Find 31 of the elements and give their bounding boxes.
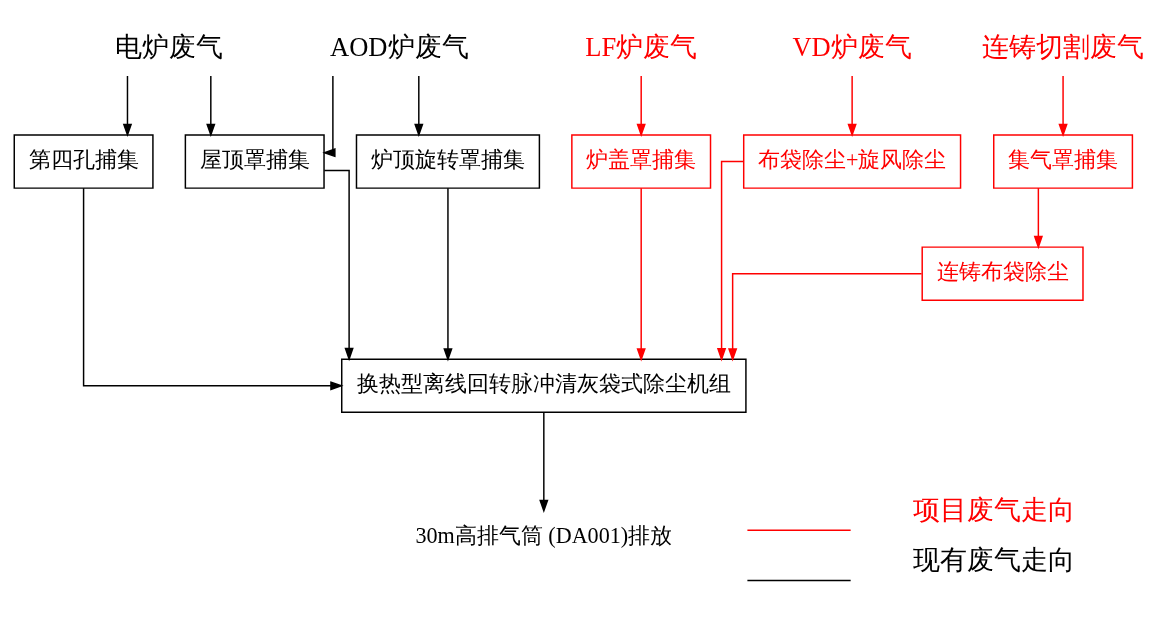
node-box: 布袋除尘+旋风除尘 xyxy=(742,133,962,189)
arrow xyxy=(847,74,857,137)
node-box: 连铸布袋除尘 xyxy=(921,245,1084,301)
arrow xyxy=(636,74,646,137)
node-box: 屋顶罩捕集 xyxy=(184,133,325,189)
arrow xyxy=(1058,74,1068,137)
arrow xyxy=(82,186,344,390)
arrow xyxy=(443,186,453,361)
arrow xyxy=(636,186,646,361)
arrow xyxy=(323,169,354,361)
node-box: 换热型离线回转脉冲清灰袋式除尘机组 xyxy=(341,358,747,413)
node-text: 电炉废气 xyxy=(115,31,224,62)
arrow xyxy=(1033,186,1044,249)
arrow xyxy=(122,74,133,137)
arrow xyxy=(728,272,923,361)
arrow xyxy=(716,160,744,361)
node-text: VD炉废气 xyxy=(792,31,912,62)
node-text: LF炉废气 xyxy=(585,31,698,62)
node-box: 集气罩捕集 xyxy=(993,133,1134,189)
legend-label: 现有废气走向 xyxy=(912,544,1075,575)
arrow xyxy=(206,74,216,137)
arrow xyxy=(414,74,424,137)
legend-label: 项目废气走向 xyxy=(912,494,1075,525)
node-text: 30m高排气筒 (DA001)排放 xyxy=(415,522,673,548)
node-text: AOD炉废气 xyxy=(330,31,469,62)
arrow xyxy=(322,74,336,157)
node-box: 炉顶旋转罩捕集 xyxy=(355,133,541,189)
node-box: 第四孔捕集 xyxy=(13,133,154,189)
node-text: 连铸切割废气 xyxy=(982,31,1145,62)
node-box: 炉盖罩捕集 xyxy=(571,133,712,189)
arrow xyxy=(539,411,549,513)
